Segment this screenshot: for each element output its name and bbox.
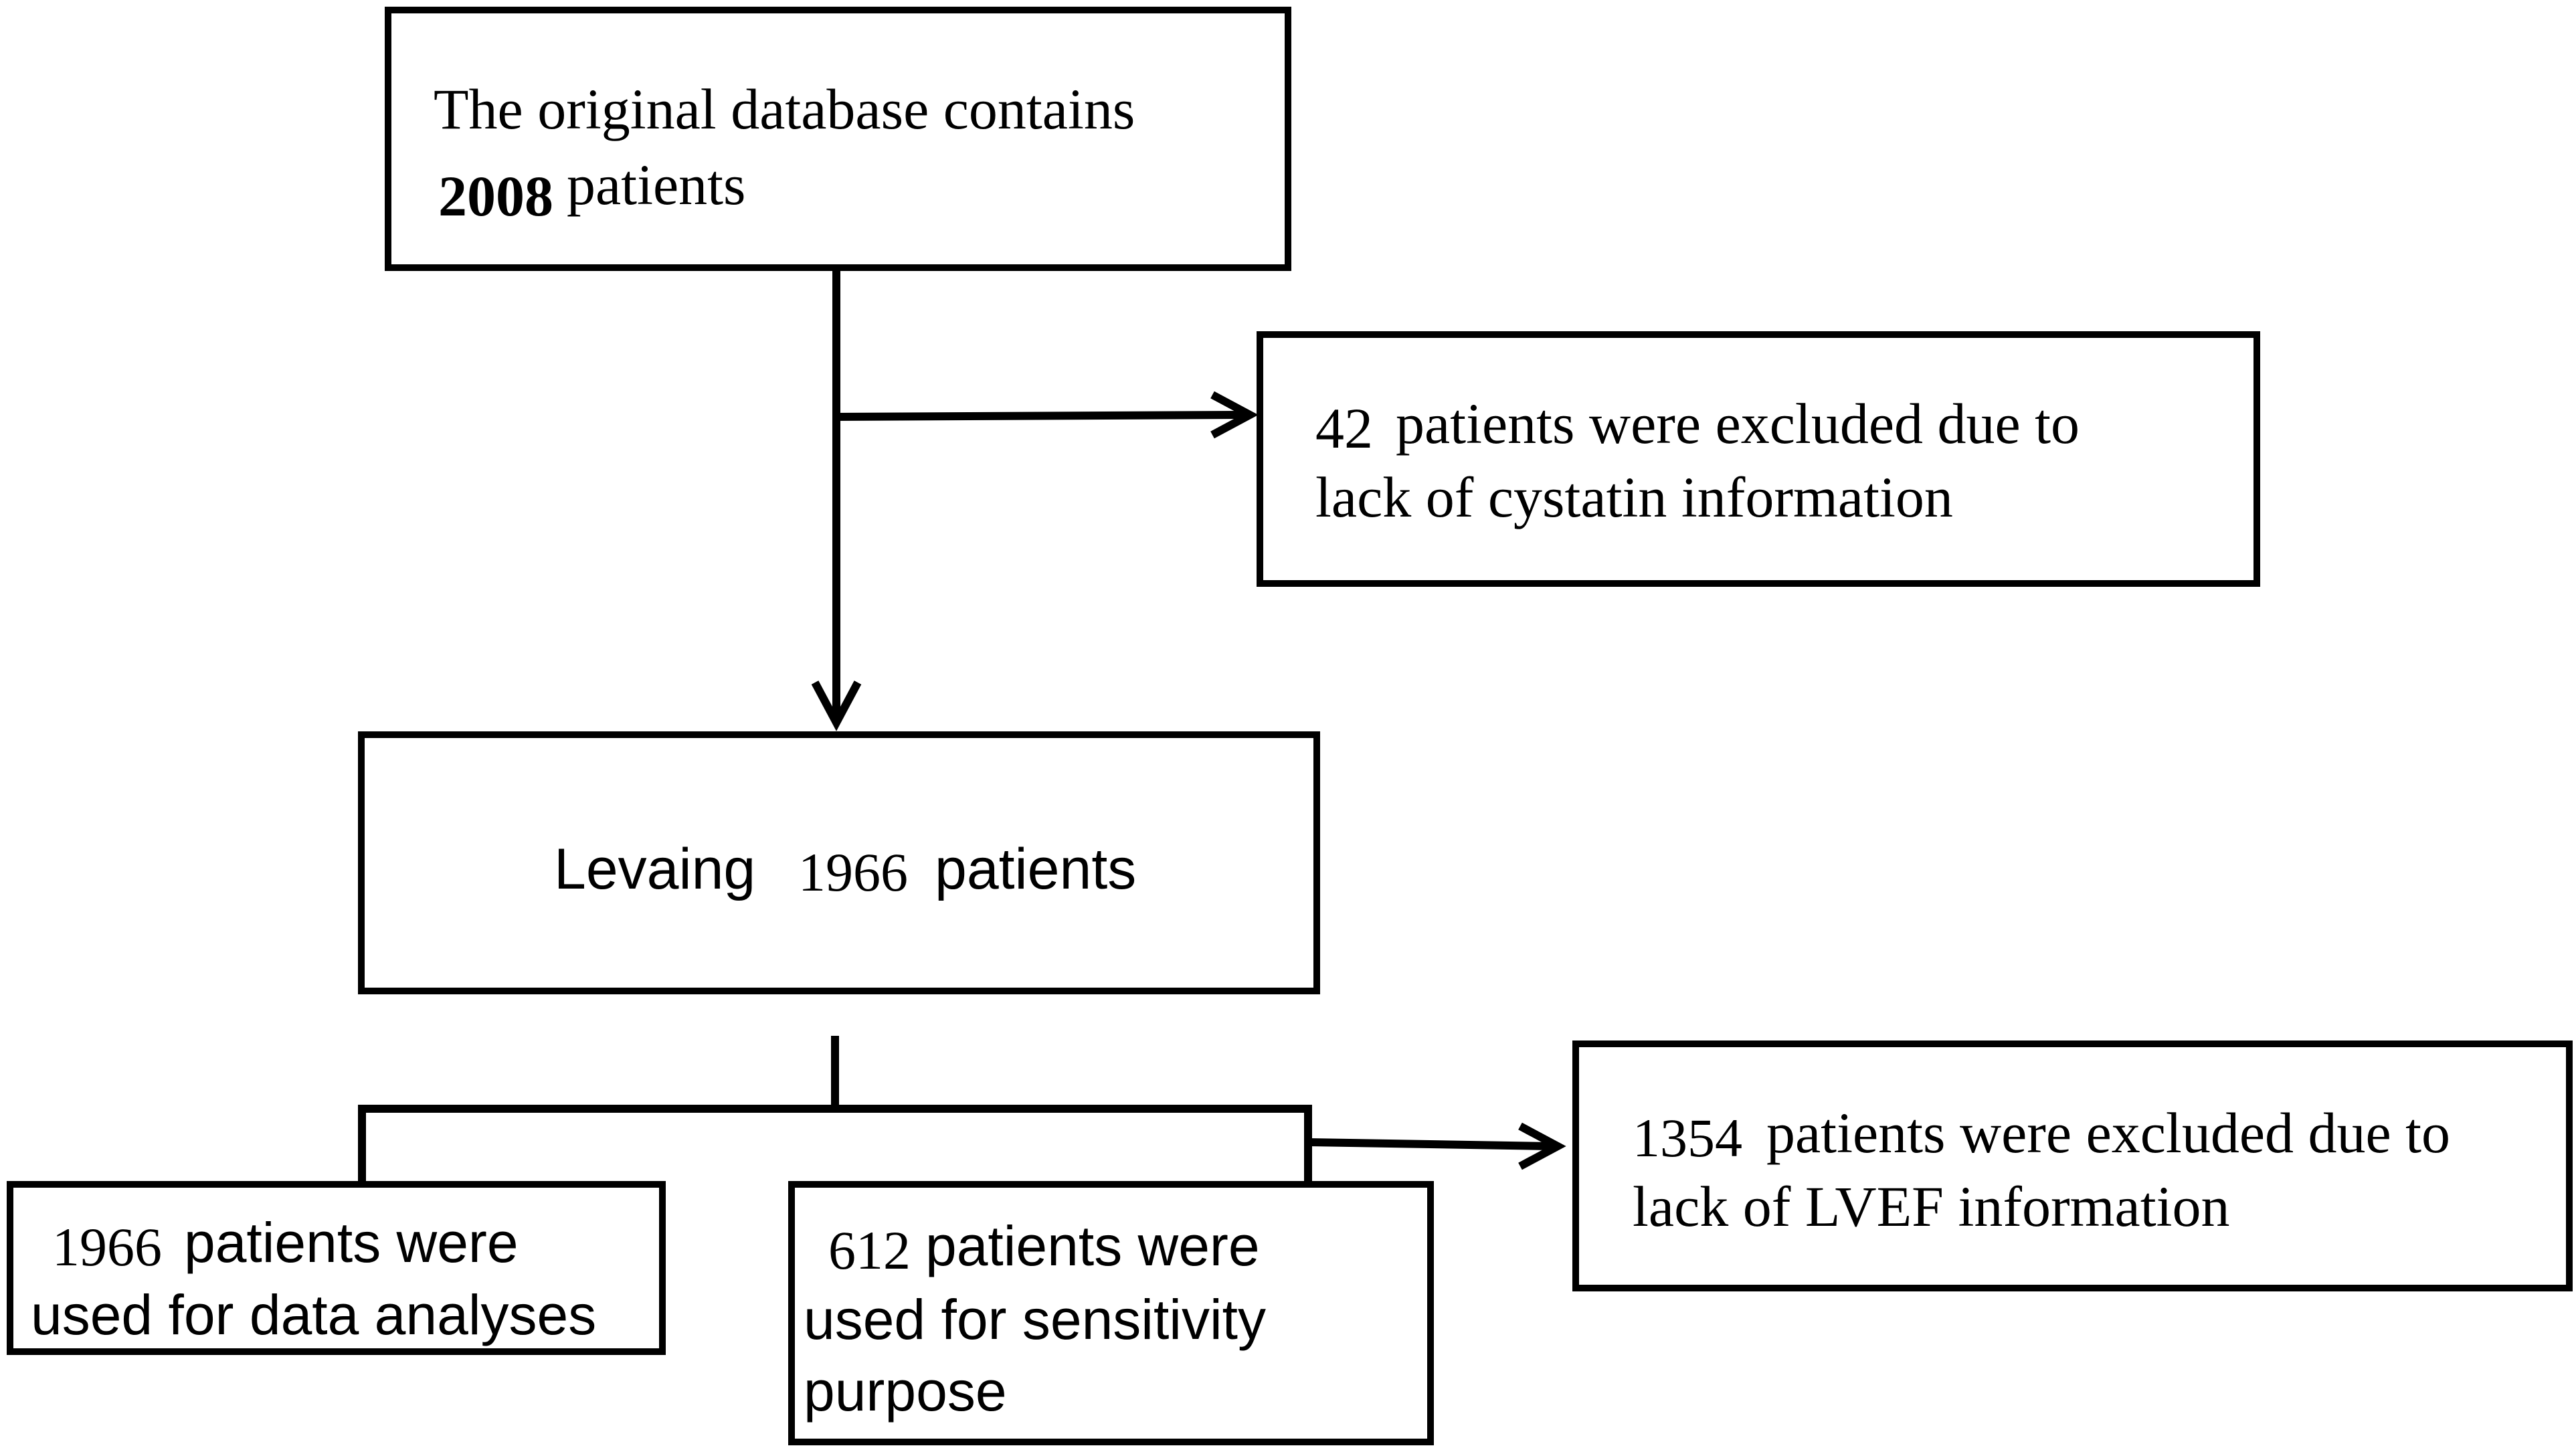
sensitivity-line3: purpose: [804, 1360, 1007, 1423]
data-analysis-line2: used for data analyses: [31, 1283, 597, 1346]
leaving-word: Levaing: [554, 837, 756, 901]
sensitivity-count: 612: [828, 1220, 911, 1281]
sensitivity-box: 612 patients were used for sensitivity p…: [788, 1181, 1434, 1445]
connector-to-cystatin-exclusion: [836, 411, 1244, 421]
lvef-exclusion-line2: lack of LVEF information: [1633, 1174, 2230, 1239]
sensitivity-line2: used for sensitivity: [804, 1288, 1266, 1351]
leaving-word2: patients: [935, 837, 1137, 901]
original-database-count: 2008: [438, 164, 553, 228]
connector-split-bar: [358, 1105, 1312, 1183]
connector-to-lvef-exclusion: [1307, 1138, 1552, 1150]
data-analysis-box: 1966 patients were used for data analyse…: [7, 1181, 666, 1355]
cystatin-exclusion-line1: patients were excluded due to: [1396, 391, 2080, 456]
arrowhead-right-icon: [1210, 391, 1259, 439]
arrowhead-down-icon: [811, 681, 862, 731]
lvef-exclusion-box: 1354 patients were excluded due to lack …: [1572, 1040, 2573, 1291]
original-database-line1: The original database contains: [434, 77, 1135, 141]
cystatin-exclusion-count: 42: [1315, 396, 1373, 460]
original-database-box: The original database contains 2008 pati…: [385, 7, 1291, 271]
leaving-count: 1966: [798, 842, 908, 903]
lvef-exclusion-line1: patients were excluded due to: [1766, 1101, 2451, 1165]
cystatin-exclusion-box: 42 patients were excluded due to lack of…: [1257, 331, 2260, 587]
arrowhead-right-icon: [1518, 1122, 1566, 1170]
data-analysis-count: 1966: [52, 1216, 162, 1277]
data-analysis-line1: patients were: [184, 1211, 519, 1274]
lvef-exclusion-count: 1354: [1633, 1107, 1742, 1168]
original-database-line2: patients: [567, 153, 746, 217]
cystatin-exclusion-line2: lack of cystatin information: [1315, 465, 1953, 529]
leaving-patients-box: Levaing 1966 patients: [358, 731, 1320, 994]
sensitivity-line1: patients were: [925, 1214, 1260, 1277]
